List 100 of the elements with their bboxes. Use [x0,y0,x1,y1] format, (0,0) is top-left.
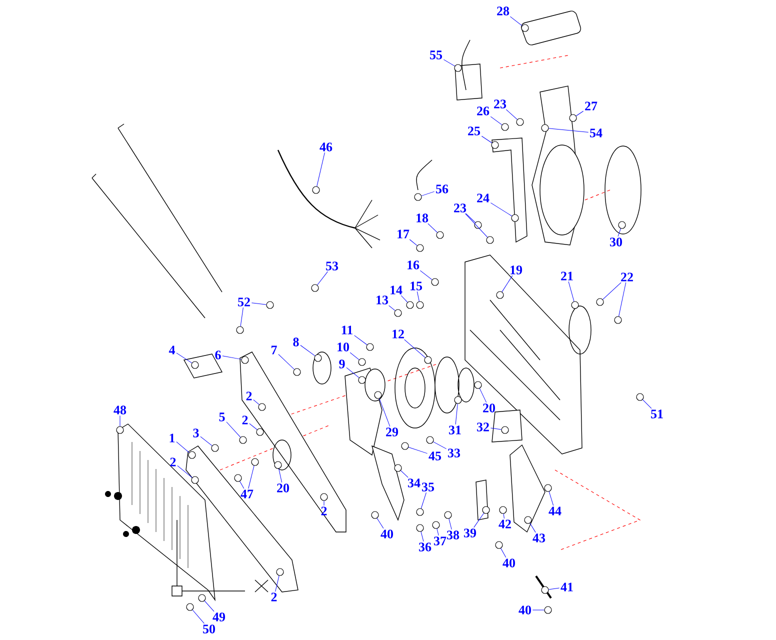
leader-line [253,400,260,405]
leader-line [500,548,506,558]
callout-number: 10 [338,342,349,352]
part-marker [416,244,424,252]
leader-line [354,335,368,345]
callout-number: 45 [428,452,442,460]
part-marker [544,484,552,492]
callout-number: 7 [272,346,277,354]
leader-line [510,16,522,26]
part-marker [496,291,504,299]
part-marker [394,309,402,317]
part-marker [511,214,519,222]
callout-number: 32 [477,422,489,432]
leader-line [420,492,426,509]
part-marker [501,123,509,131]
part-marker [358,376,366,384]
part-marker [320,493,328,501]
callout-number: 30 [610,238,622,246]
leader-line [200,436,212,446]
callout-number: 21 [561,272,573,280]
callout-number: 46 [320,142,332,152]
leader-line [300,345,316,356]
callout-number: 40 [518,606,532,614]
leader-line [278,354,294,370]
callout-number: 6 [215,350,221,360]
callout-number: 20 [483,404,496,412]
callout-number: 16 [408,260,420,270]
callout-number: 19 [510,266,522,274]
part-marker [276,568,284,576]
part-marker [374,391,382,399]
leader-line [618,282,626,317]
part-marker [431,278,439,286]
callout-number: 34 [408,478,420,488]
leader-line [436,528,439,536]
callout-number: 40 [502,558,516,568]
leader-line [490,202,512,216]
part-marker [474,381,482,389]
callout-number: 20 [277,484,289,492]
part-marker [569,114,577,122]
part-marker [186,603,194,611]
leader-line [176,352,192,364]
leader-line [248,465,254,489]
callout-number: 26 [477,106,490,116]
leader-line [251,302,266,305]
leader-line [240,307,244,326]
leader-line [222,356,242,360]
callout-number: 9 [339,360,345,368]
callout-number: 42 [498,520,511,528]
callout-number: 23 [454,204,466,212]
leader-line [576,110,584,116]
leader-line [400,295,408,302]
leader-line [388,305,396,311]
part-marker [416,508,424,516]
leader-line [421,191,435,196]
leader-line [479,388,487,403]
callout-number: 15 [410,282,422,290]
part-marker [266,301,274,309]
leader-line [502,275,513,292]
callout-number: 27 [585,102,598,110]
leader-line [443,59,455,66]
part-marker [311,284,319,292]
leader-line [400,470,408,478]
leader-line [416,291,420,302]
leader-line [503,514,504,519]
callout-number: 22 [621,272,633,282]
part-marker [191,361,199,369]
part-marker [251,458,259,466]
callout-number: 35 [422,482,434,492]
part-marker [482,506,490,514]
part-marker [424,356,432,364]
leader-line [490,428,502,430]
part-marker [541,586,549,594]
callout-number: 31 [449,426,461,434]
part-marker [499,506,507,514]
leader-line [420,270,432,280]
part-marker [312,186,320,194]
callout-number: 12 [392,330,404,338]
leader-line [226,422,241,438]
leader-line [506,109,518,120]
part-marker [406,301,414,309]
part-marker [436,231,444,239]
part-marker [274,461,282,469]
part-marker [614,316,622,324]
part-marker [198,594,206,602]
part-marker [188,451,196,459]
callout-number: 39 [464,528,476,538]
part-marker [501,426,509,434]
leader-line [548,128,589,132]
part-marker [495,541,503,549]
part-marker [521,24,529,32]
part-marker [454,64,462,72]
part-marker [524,516,532,524]
callout-number: 38 [447,530,460,540]
leader-line [448,518,452,530]
leader-line [474,512,484,528]
leader-line [548,491,554,506]
part-marker [596,298,604,306]
part-marker [444,511,452,519]
part-marker [401,442,409,450]
part-marker [236,326,244,334]
